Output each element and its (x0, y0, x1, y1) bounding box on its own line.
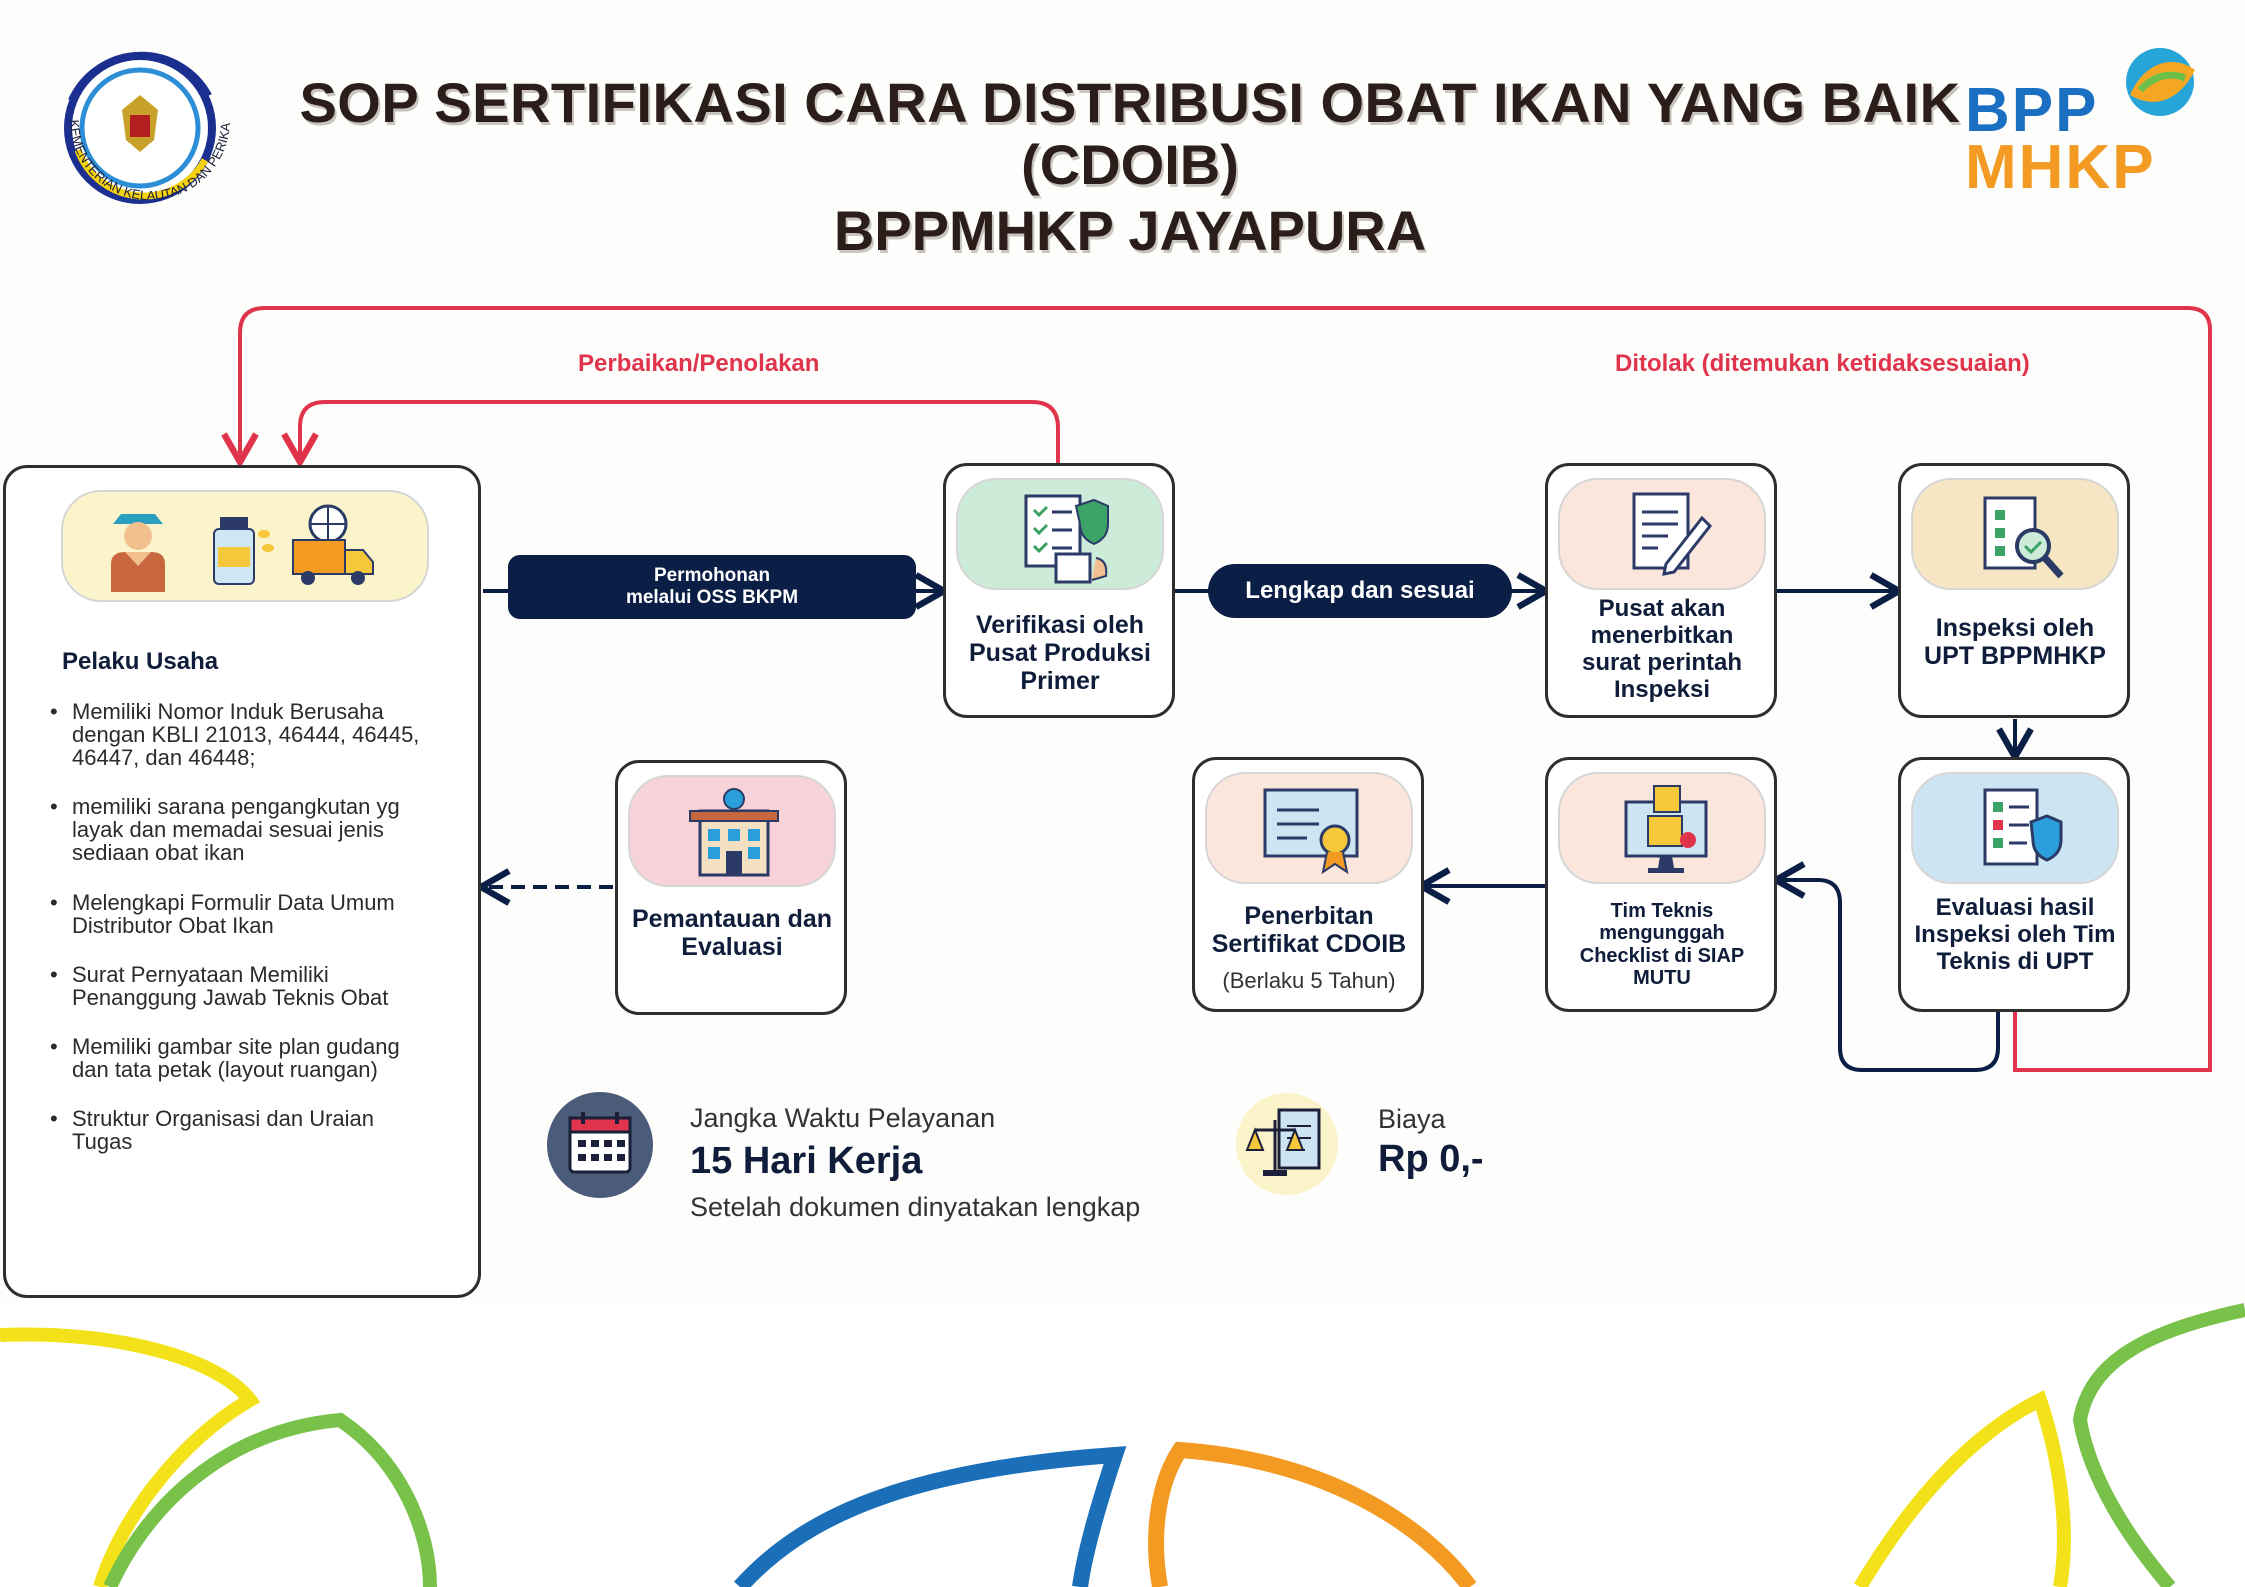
delivery-truck-globe-icon (292, 504, 374, 585)
bppmhkp-logo-line2: MHKP (1965, 133, 2156, 202)
requirements-list: Memiliki Nomor Induk Berusaha dengan KBL… (50, 700, 440, 1179)
actor-illustration (61, 490, 429, 602)
requirement-item: Surat Pernyataan Memiliki Penanggung Jaw… (50, 963, 440, 1009)
evaluation-illustration (1911, 772, 2119, 884)
kkp-logo (64, 51, 216, 204)
inspection-card: Inspeksi oleh UPT BPPMHKP (1898, 463, 2130, 718)
requirement-item: Memiliki gambar site plan gudang dan tat… (50, 1035, 440, 1081)
verification-illustration (956, 478, 1164, 590)
requirement-item: Melengkapi Formulir Data Umum Distributo… (50, 890, 440, 936)
inspection-order-illustration (1558, 478, 1766, 590)
inspection-order-label: Pusat akan menerbitkan surat perintah In… (1581, 595, 1743, 703)
certificate-validity: (Berlaku 5 Tahun) (1222, 968, 1396, 993)
requirement-item: Memiliki Nomor Induk Berusaha dengan KBL… (50, 700, 440, 769)
duration-label: Jangka Waktu Pelayanan (690, 1103, 996, 1133)
requirement-item: memiliki sarana pengangkutan yg layak da… (50, 795, 440, 864)
rejected-label: Ditolak (ditemukan ketidaksesuaian) (1615, 350, 2030, 377)
certificate-icon (1263, 788, 1359, 875)
complete-pill: Lengkap dan sesuai (1208, 564, 1512, 618)
certificate-illustration (1205, 772, 1413, 884)
office-building-icon (689, 788, 779, 877)
monitoring-label: Pemantauan dan Evaluasi (631, 905, 833, 961)
verification-card: Verifikasi oleh Pusat Produksi Primer (943, 463, 1175, 718)
evaluation-label: Evaluasi hasil Inspeksi oleh Tim Teknis … (1914, 894, 2116, 975)
inspection-illustration (1911, 478, 2119, 590)
page-title-line3: BPPMHKP JAYAPURA (833, 199, 1427, 262)
duration-value: 15 Hari Kerja (690, 1140, 923, 1182)
document-pen-icon (1632, 492, 1712, 576)
page-title-line1: SOP SERTIFIKASI CARA DISTRIBUSI OBAT IKA… (299, 71, 1961, 134)
cost-value: Rp 0,- (1378, 1138, 1484, 1180)
checklist-shield-icon (1024, 494, 1109, 584)
upload-label: Tim Teknis mengunggah Checklist di SIAP … (1579, 900, 1745, 990)
duration-note: Setelah dokumen dinyatakan lengkap (690, 1192, 1141, 1222)
bppmhkp-logo-mark (2126, 48, 2195, 116)
monitor-qr-icon (1624, 785, 1708, 873)
submission-line1: Permohonan (653, 565, 771, 586)
document-shield-icon (1983, 788, 2063, 866)
upload-illustration (1558, 772, 1766, 884)
upload-card: Tim Teknis mengunggah Checklist di SIAP … (1545, 757, 1777, 1012)
farmer-icon (111, 514, 165, 592)
inspection-label: Inspeksi oleh UPT BPPMHKP (1924, 614, 2106, 670)
scales-document-icon (1236, 1093, 1338, 1195)
medicine-bottle-icon (213, 517, 274, 585)
certificate-label: Penerbitan Sertifikat CDOIB (1211, 902, 1407, 958)
kkp-logo-text: KEMENTERIAN KELAUTAN DAN PERIKANAN (30, 40, 233, 203)
verification-label: Verifikasi oleh Pusat Produksi Primer (969, 611, 1151, 695)
page-title-line2: (CDOIB) (1021, 133, 1239, 196)
inspection-order-card: Pusat akan menerbitkan surat perintah In… (1545, 463, 1777, 718)
submission-line2: melalui OSS BKPM (625, 587, 799, 608)
monitoring-illustration (628, 775, 836, 887)
repair-reject-label: Perbaikan/Penolakan (578, 350, 820, 377)
cost-label: Biaya (1378, 1104, 1446, 1134)
requirement-item: Struktur Organisasi dan Uraian Tugas (50, 1107, 440, 1153)
monitoring-card: Pemantauan dan Evaluasi (615, 760, 847, 1015)
evaluation-card: Evaluasi hasil Inspeksi oleh Tim Teknis … (1898, 757, 2130, 1012)
bppmhkp-logo-line1: BPP (1965, 76, 2099, 145)
submission-pill: Permohonan melalui OSS BKPM (508, 555, 916, 619)
calendar-icon (547, 1092, 653, 1198)
bppmhkp-logo: BPP MHKP (1965, 40, 2205, 202)
actor-card: Pelaku Usaha (3, 465, 481, 1298)
certificate-card: Penerbitan Sertifikat CDOIB (Berlaku 5 T… (1192, 757, 1424, 1012)
actor-title: Pelaku Usaha (62, 648, 219, 675)
clipboard-magnifier-icon (1983, 496, 2064, 579)
